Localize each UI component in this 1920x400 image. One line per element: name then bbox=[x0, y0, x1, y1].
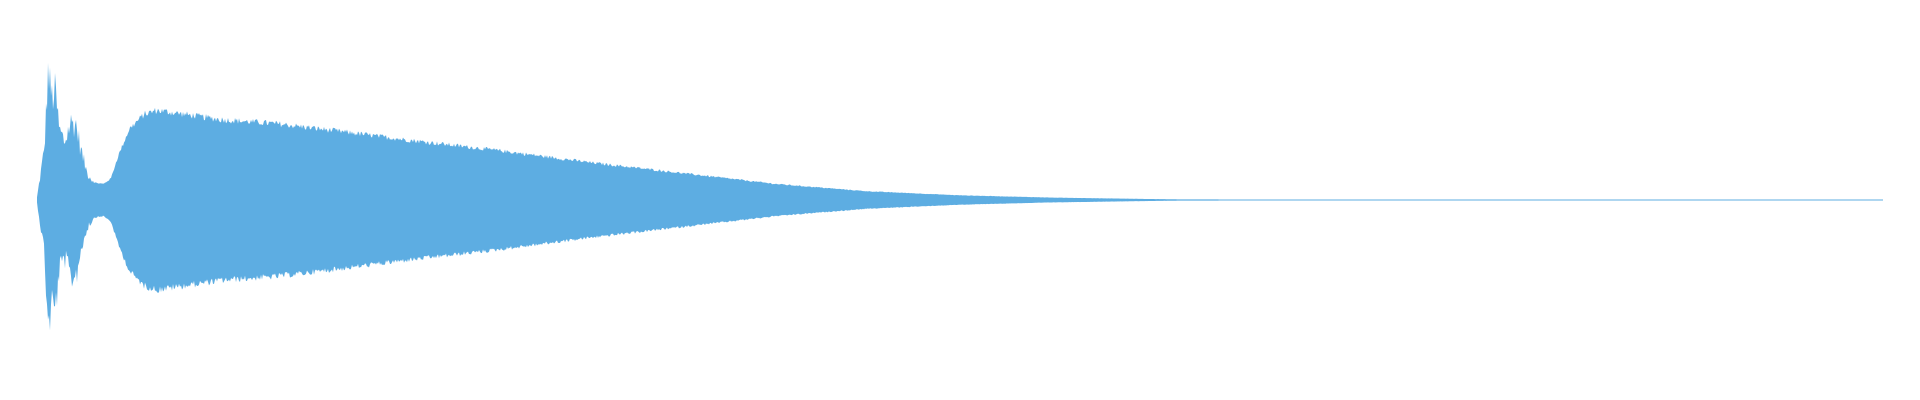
waveform-shape bbox=[37, 62, 1883, 331]
